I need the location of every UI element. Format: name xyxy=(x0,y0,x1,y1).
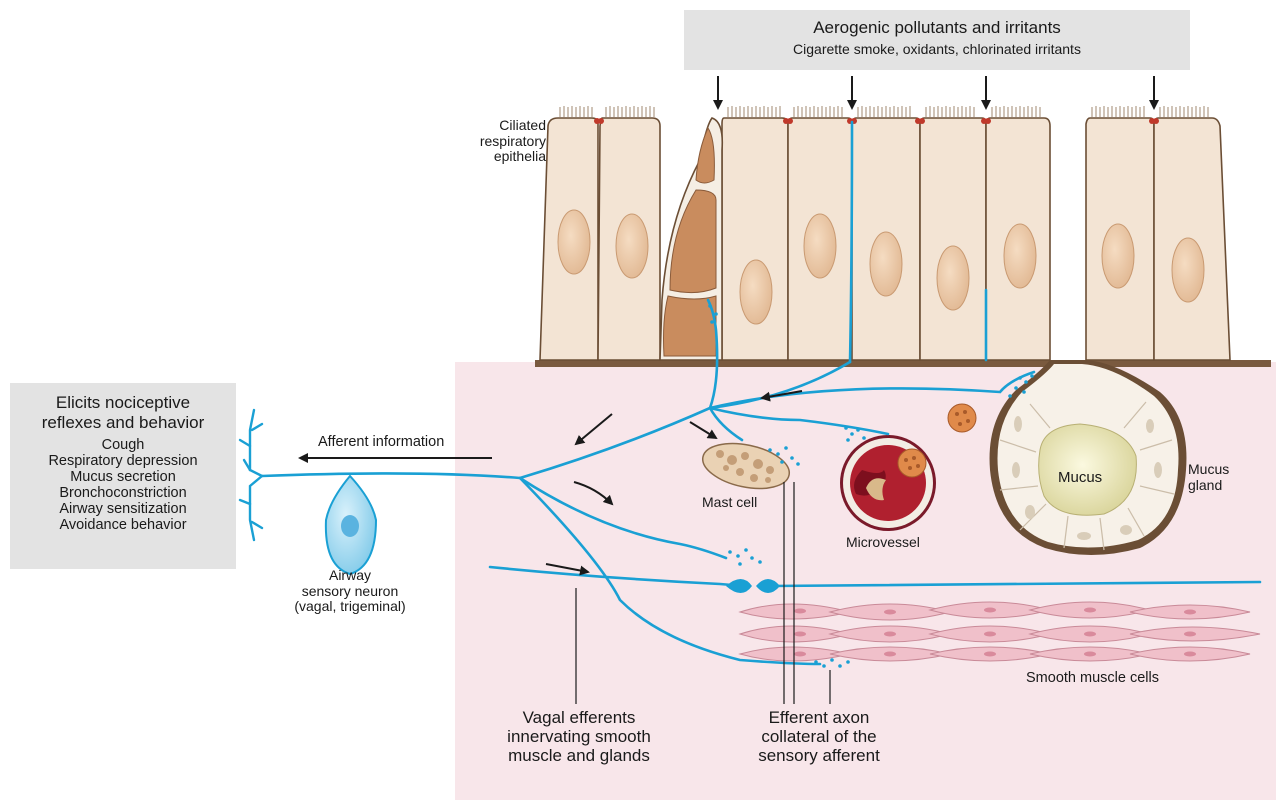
afferent-information-label: Afferent information xyxy=(318,434,444,450)
smooth-muscle xyxy=(740,602,1260,661)
sensory-neuron-label: Airway sensory neuron (vagal, trigeminal… xyxy=(270,568,430,615)
inflammatory-cell xyxy=(948,404,976,432)
nociceptive-title-line1: Elicits nociceptive xyxy=(10,393,236,413)
pollutants-box: Aerogenic pollutants and irritants Cigar… xyxy=(684,10,1190,70)
vagal-efferents-label: Vagal efferents innervating smooth muscl… xyxy=(494,708,664,765)
ciliated-epithelia-label: Ciliated respiratory epithelia xyxy=(456,118,546,165)
smooth-muscle-label: Smooth muscle cells xyxy=(1026,670,1159,686)
basement-membrane xyxy=(535,360,1271,367)
response-item: Cough xyxy=(10,437,236,453)
mucus-gland-label: Mucus gland xyxy=(1188,462,1229,493)
response-item: Respiratory depression xyxy=(10,453,236,469)
microvessel-label: Microvessel xyxy=(846,535,920,551)
nociceptive-box: Elicits nociceptive reflexes and behavio… xyxy=(10,383,236,569)
efferent-axon-label: Efferent axon collateral of the sensory … xyxy=(736,708,902,765)
cilia xyxy=(560,106,1208,117)
response-item: Mucus secretion xyxy=(10,469,236,485)
pollutants-subtitle: Cigarette smoke, oxidants, chlorinated i… xyxy=(684,41,1190,57)
mucus-label: Mucus xyxy=(1058,470,1102,487)
pollutants-title: Aerogenic pollutants and irritants xyxy=(684,18,1190,38)
epithelial-cell xyxy=(920,118,986,360)
pollutant-arrows xyxy=(718,76,1154,108)
response-item: Avoidance behavior xyxy=(10,517,236,533)
response-item: Bronchoconstriction xyxy=(10,485,236,501)
microvessel xyxy=(840,435,936,531)
mast-cell-label: Mast cell xyxy=(702,495,757,511)
goblet-cell xyxy=(660,118,722,360)
response-item: Airway sensitization xyxy=(10,501,236,517)
nociceptive-title-line2: reflexes and behavior xyxy=(10,413,236,433)
